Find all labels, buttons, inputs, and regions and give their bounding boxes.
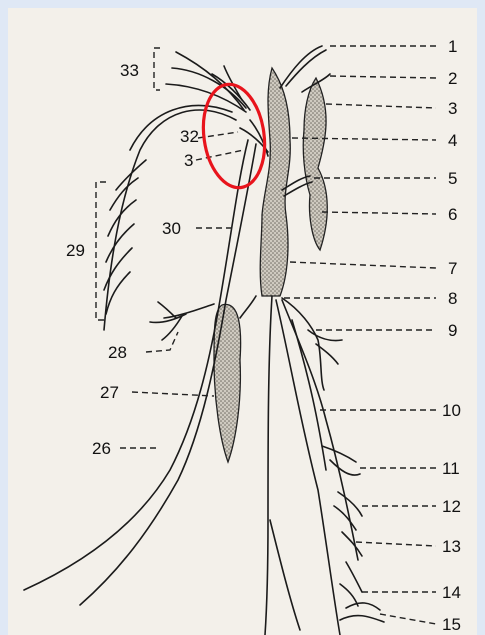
label-7: 7 — [448, 259, 457, 278]
label-10: 10 — [442, 401, 461, 420]
label-11: 11 — [442, 459, 460, 478]
label-33: 33 — [120, 61, 139, 80]
right-ganglion — [303, 78, 327, 250]
left-labels: 33 32 3 30 29 28 27 26 — [66, 61, 199, 458]
bracket-29 — [96, 182, 106, 320]
label-15: 15 — [442, 615, 461, 634]
label-32: 32 — [180, 127, 199, 146]
label-4: 4 — [448, 131, 457, 150]
label-27: 27 — [100, 383, 119, 402]
central-ganglion-chain — [260, 68, 290, 296]
label-29: 29 — [66, 241, 85, 260]
label-2: 2 — [448, 69, 457, 88]
right-labels: 1 2 3 4 5 6 7 8 9 10 11 12 13 14 15 — [442, 37, 461, 634]
label-28: 28 — [108, 343, 127, 362]
bracket-33 — [154, 48, 160, 90]
label-13: 13 — [442, 537, 461, 556]
label-9: 9 — [448, 321, 457, 340]
branch-29 — [110, 178, 138, 210]
label-6: 6 — [448, 205, 457, 224]
branch-15 — [346, 603, 380, 610]
branch-14 — [346, 562, 362, 592]
label-14: 14 — [442, 583, 461, 602]
trunk-a — [265, 296, 272, 635]
branch-28 — [164, 304, 214, 318]
label-26: 26 — [92, 439, 111, 458]
label-8: 8 — [448, 289, 457, 308]
label-1: 1 — [448, 37, 457, 56]
label-30: 30 — [162, 219, 181, 238]
label-12: 12 — [442, 497, 461, 516]
label-5: 5 — [448, 169, 457, 188]
label-3: 3 — [448, 99, 457, 118]
lower-left-ganglion — [214, 304, 241, 462]
ganglia — [214, 68, 327, 462]
label-3-left: 3 — [184, 151, 193, 170]
branch-13 — [342, 532, 362, 556]
